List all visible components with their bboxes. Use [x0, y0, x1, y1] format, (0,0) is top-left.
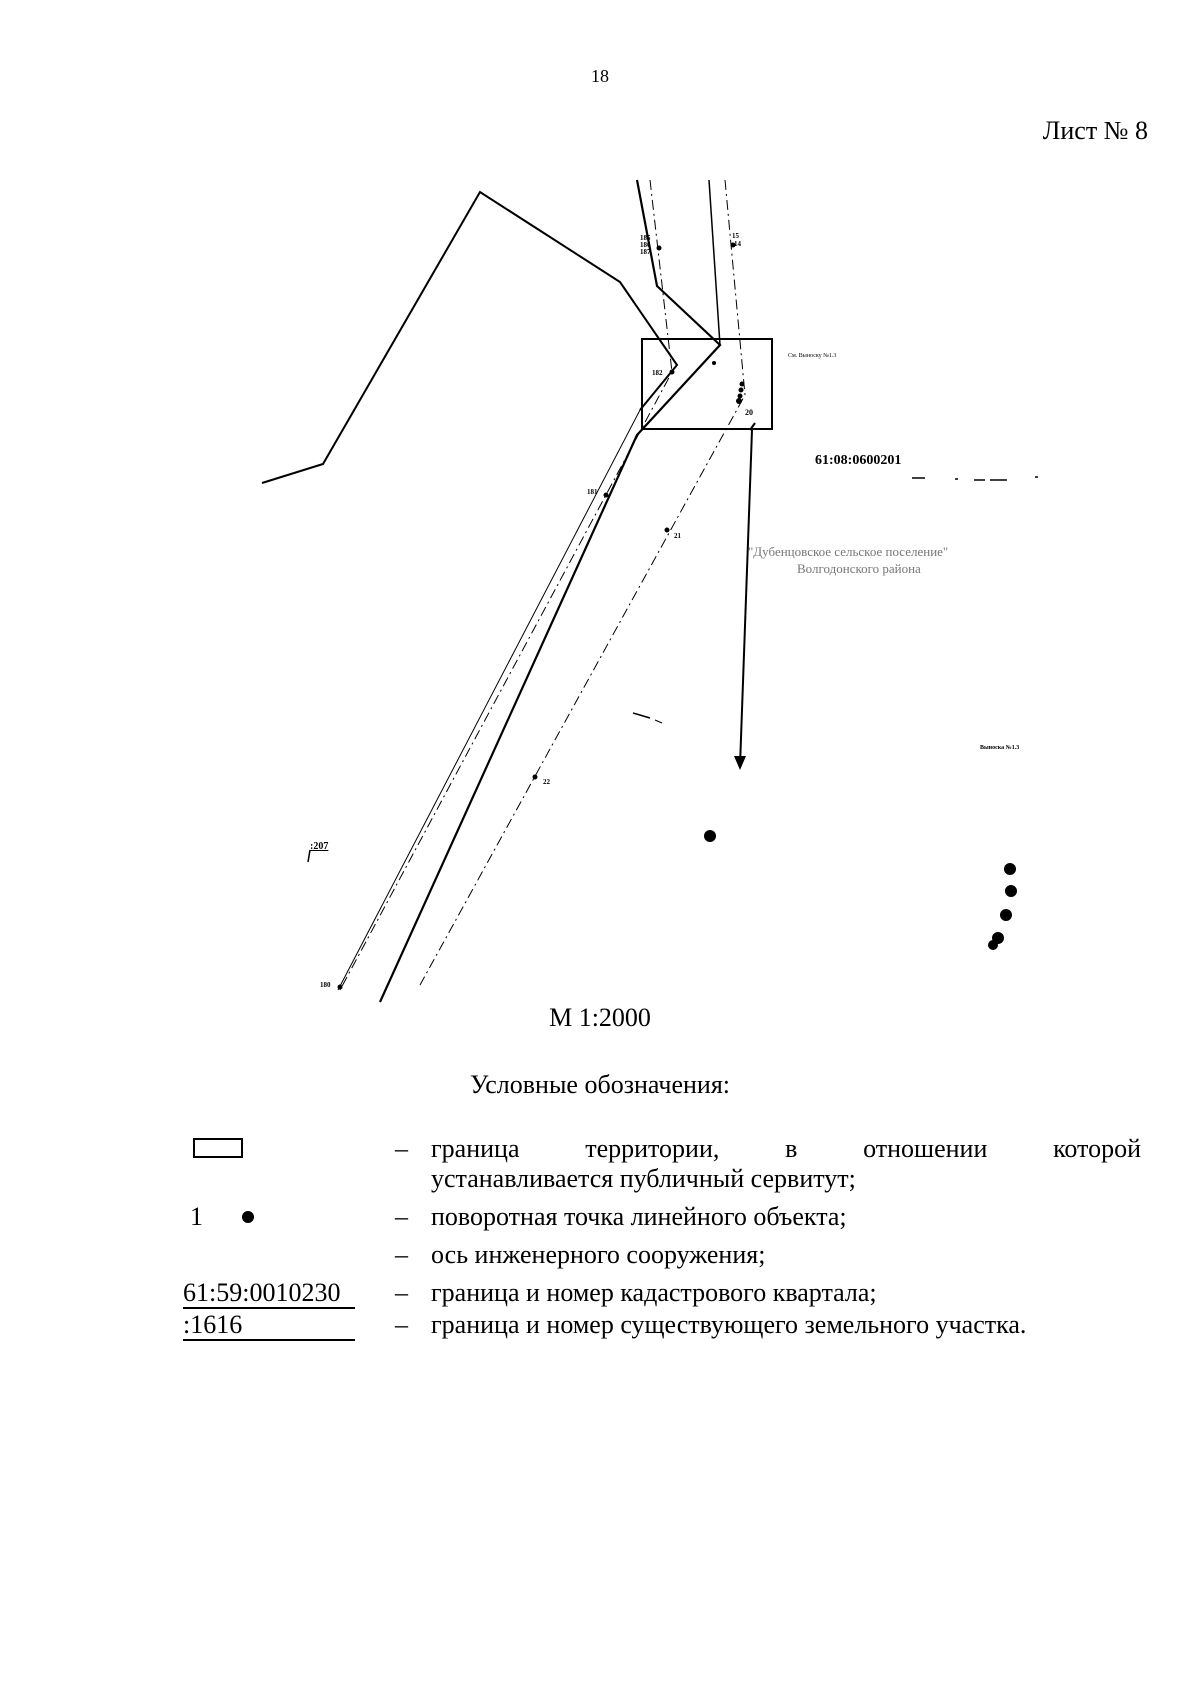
- parcel-boundary-line: [307, 849, 311, 863]
- legend-text: граница и номер существующего земельного…: [431, 1310, 1027, 1339]
- turning-point: [337, 984, 343, 990]
- parcel-boundary-line: [261, 190, 679, 484]
- boundary-fragment: [654, 719, 663, 724]
- turning-point: [738, 387, 744, 393]
- settlement-label: Волгодонского района: [797, 561, 921, 576]
- parcel-boundary-line: [337, 409, 641, 991]
- point-label: 187: [640, 248, 651, 256]
- structure-axis-line: [339, 179, 673, 991]
- rectangle-symbol: [193, 1138, 243, 1158]
- legend-title: Условные обозначения:: [469, 1070, 731, 1099]
- legend-dash: –: [395, 1134, 408, 1163]
- turning-point: [736, 398, 742, 404]
- turning-point: [712, 361, 716, 365]
- point-label: 182: [652, 369, 663, 377]
- legend-dash: –: [395, 1278, 408, 1307]
- legend-text: устанавливается публичный сервитут;: [431, 1164, 856, 1193]
- parcel-boundary-line: [708, 179, 721, 346]
- legend-text: граница и номер кадастрового квартала;: [431, 1278, 877, 1307]
- legend-dash: –: [395, 1202, 408, 1231]
- callout-dot: [1000, 909, 1012, 921]
- parcel-boundary-line: [378, 179, 722, 1003]
- parcel-number-label: :207: [310, 841, 328, 852]
- turning-point: [656, 245, 662, 251]
- sheet-title: Лист № 8: [1042, 116, 1148, 145]
- point-label: 185: [640, 234, 651, 242]
- callout-arrow: [749, 422, 756, 431]
- turning-point: [664, 527, 670, 533]
- point-number-sample: 1: [190, 1202, 203, 1231]
- structure-axis-line: [419, 179, 746, 986]
- legend-dash: –: [395, 1310, 408, 1339]
- point-label: 21: [674, 532, 682, 540]
- cadastral-quarter-sample: 61:59:0010230: [183, 1279, 355, 1309]
- callout-arrow: [739, 429, 753, 767]
- turning-point: [730, 242, 736, 248]
- servitude-territory-rect: [641, 338, 773, 430]
- turning-point: [739, 381, 745, 387]
- callout-reference: Выноска №1.3: [980, 745, 1019, 751]
- legend-text: поворотная точка линейного объекта;: [431, 1202, 847, 1231]
- point-label: 22: [543, 778, 551, 786]
- map-scale: М 1:2000: [549, 1003, 651, 1032]
- settlement-label: "Дубенцовское сельское поселение": [748, 544, 948, 559]
- callout-dot: [988, 940, 998, 950]
- cadastral-quarter-label: 61:08:0600201: [815, 453, 901, 468]
- point-label: 20: [745, 408, 753, 417]
- turning-point: [669, 369, 675, 375]
- land-parcel-sample: :1616: [183, 1311, 355, 1341]
- point-label: 15: [732, 232, 740, 240]
- map-drawing: 185 186 187 15 14 182 181 21 22 20 180 С…: [261, 179, 1038, 1003]
- legend-text: граница территории, в отношении которой: [431, 1134, 1141, 1163]
- turning-point: [603, 492, 609, 498]
- legend-dash: –: [395, 1240, 408, 1269]
- point-label: 186: [640, 241, 651, 249]
- turning-point: [532, 774, 538, 780]
- point-label: 181: [587, 488, 598, 496]
- point-label: 180: [320, 981, 331, 989]
- callout-dot: [1005, 885, 1017, 897]
- callout-arrow-head: [734, 756, 746, 770]
- callout-dot: [704, 830, 716, 842]
- legend-text: ось инженерного сооружения;: [431, 1240, 766, 1269]
- callout-dot: [1004, 863, 1016, 875]
- point-label: 14: [734, 240, 742, 248]
- page-number: 18: [591, 66, 609, 86]
- dot-symbol: [242, 1211, 254, 1223]
- boundary-fragment: [632, 712, 651, 719]
- callout-reference: См. Выноску №1.3: [788, 353, 836, 359]
- turning-point: [737, 393, 743, 399]
